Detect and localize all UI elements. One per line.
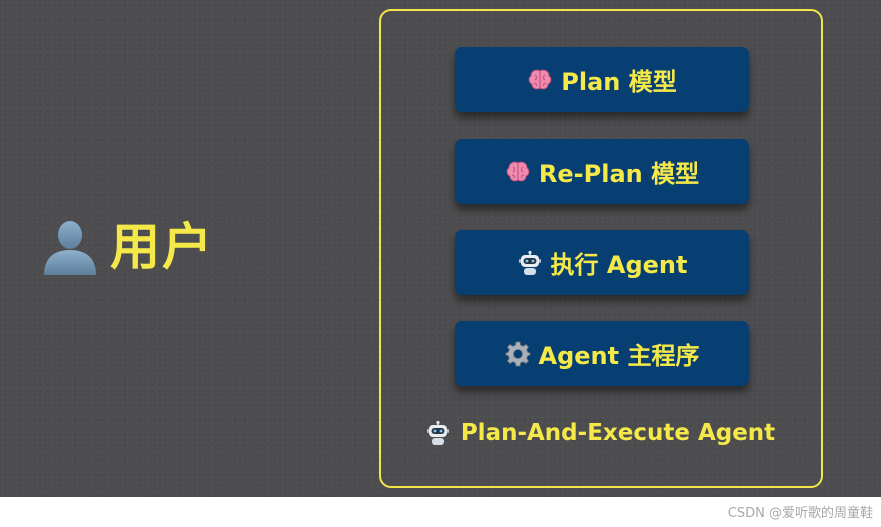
node-label: Re-Plan 模型: [538, 160, 700, 188]
brain-icon: [506, 161, 530, 181]
node-label: 执行 Agent: [550, 251, 688, 279]
watermark: CSDN @爱听歌的周童鞋: [727, 506, 873, 521]
person-silhouette-icon: [44, 221, 96, 275]
plan-and-execute-agent-group: [379, 9, 823, 488]
group-caption-label: Plan-And-Execute Agent: [460, 420, 776, 446]
user-label: 用户: [110, 218, 214, 276]
execute-agent-node: 执行 Agent: [455, 230, 749, 295]
replan-model-node: Re-Plan 模型: [455, 139, 749, 204]
node-label: Plan 模型: [561, 68, 677, 96]
user-node: 用户: [40, 218, 214, 276]
gear-icon: [505, 341, 530, 366]
plan-model-node: Plan 模型: [455, 47, 749, 112]
robot-icon: [518, 250, 541, 275]
group-caption: Plan-And-Execute Agent: [426, 420, 775, 446]
diagram-canvas: 用户 Plan 模型 Re-Plan 模型 执行 Agent: [0, 0, 881, 497]
node-label: Agent 主程序: [538, 342, 700, 370]
robot-icon: [426, 420, 449, 445]
agent-main-program-node: Agent 主程序: [455, 321, 749, 386]
brain-icon: [528, 69, 552, 89]
